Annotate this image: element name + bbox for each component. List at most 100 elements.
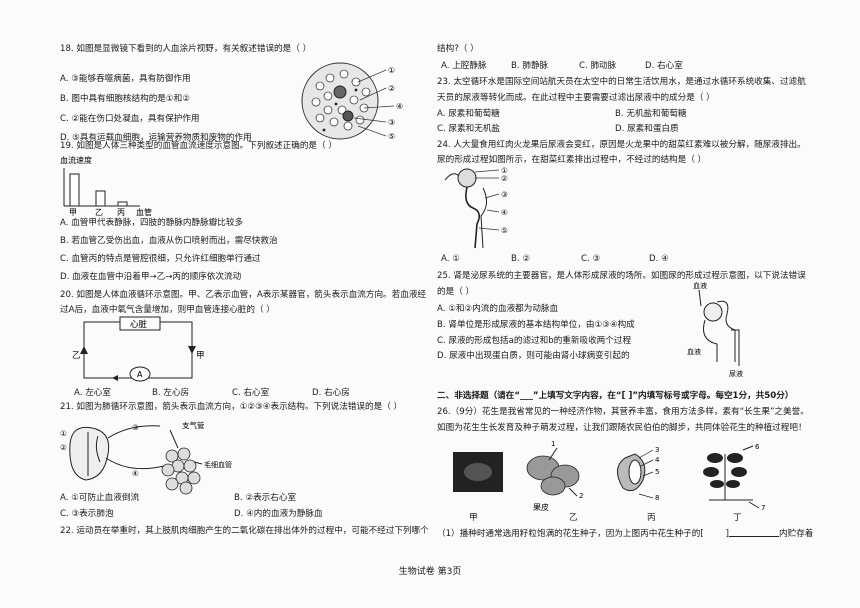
- q18-option-b: B. 图中具有细胞核结构的是①和②: [60, 94, 190, 104]
- q25-stem-2: 的是（ ）: [437, 287, 475, 297]
- pulmonary-figure: ① ② ③ ④ 支气管 毛细血管: [60, 420, 232, 495]
- q21-option-a: A. ①可防止血液倒流: [60, 493, 140, 503]
- q26-stem-2: 如图为花生生长发育及种子萌发过程，让我们跟随农民伯伯的脚步，共同体验花生的种植过…: [437, 423, 807, 433]
- q22-option-d: D. 右心室: [645, 61, 683, 71]
- peanut-num-7: 7: [761, 504, 765, 512]
- figure-label-yi: 乙: [569, 513, 578, 523]
- section2-title: 二、非选择题（请在“___”上填写文字内容，在“[ ]”内填写标号或字母。每空1…: [437, 391, 794, 401]
- q21-stem: 21. 如图为肺循环示意图，箭头表示血流方向，①②③④表示结构。下列说法错误的是…: [60, 402, 403, 412]
- q26-sub1-text: （1）播种时通常选用籽粒饱满的花生种子，因为上图丙中花生种子的[: [437, 529, 704, 539]
- q18-option-c: C. ②能在伤口处凝血，具有保护作用: [60, 114, 200, 124]
- q21-option-d: D. ④内的血液为静脉血: [234, 509, 323, 519]
- q24-option-d: D. ④: [649, 254, 669, 264]
- q24-option-b: B. ②: [511, 254, 531, 264]
- capillary-label: 毛细血管: [204, 460, 232, 469]
- q20-option-a: A. 左心室: [74, 388, 111, 398]
- q20-option-b: B. 左心房: [152, 388, 190, 398]
- q22-stem-cont: 结构?（ ）: [437, 44, 479, 54]
- blood-in-label: 血液: [693, 281, 707, 290]
- q24-option-a: A. ①: [441, 254, 460, 264]
- q22-option-b: B. 肺静脉: [511, 61, 549, 71]
- smear-label-5: ⑤: [388, 132, 395, 141]
- figure-label-jia: 甲: [469, 513, 478, 523]
- nephron-label-5: ⑤: [501, 226, 508, 235]
- chart-ylabel: 血流速度: [60, 155, 92, 165]
- q26-stem-1: 26.（9分）花生是我省常见的一种经济作物，其营养丰富，食用方法多样，素有“长生…: [437, 407, 809, 417]
- blood-smear-figure: ① ② ④ ③ ⑤: [301, 62, 403, 141]
- trachea-label: 支气管: [182, 420, 205, 430]
- figure-label-bing: 丙: [647, 513, 656, 523]
- nephron-figure: ① ② ③ ④ ⑤: [444, 166, 508, 249]
- q25-option-a: A. ①和②内流的血液都为动脉血: [437, 304, 559, 314]
- nephron-label-2: ②: [501, 174, 508, 183]
- q26-sub1-bracket: ]: [725, 529, 729, 539]
- q20-option-d: D. 右心房: [312, 388, 350, 398]
- q18-option-d: D. ⑤具有运载血细胞，运输营养物质和废物的作用: [60, 133, 252, 143]
- chart-xlabel: 血管: [136, 207, 152, 216]
- bar-jia: [69, 173, 80, 207]
- smear-label-2: ②: [388, 84, 395, 93]
- urine-formation-figure: 血液 血液 尿液: [687, 281, 743, 378]
- smear-label-3: ③: [388, 118, 395, 127]
- q23-stem-2: 天员的尿液等转化而成。在此过程中主要需要过滤出尿液中的成分是（ ）: [437, 93, 715, 103]
- peanut-num-8: 8: [655, 494, 659, 502]
- q23-option-a: A. 尿素和葡萄糖: [437, 109, 500, 119]
- figure-label-ding: 丁: [733, 513, 742, 523]
- q19-stem: 19. 如图是人体三种类型的血管血流速度示意图。下列叙述正确的是（ ）: [60, 141, 337, 151]
- q25-stem-1: 25. 肾是泌尿系统的主要器官，是人体形成尿液的场所。如图尿的形成过程示意图，以…: [437, 271, 806, 281]
- vessel-jia-label: 甲: [196, 351, 205, 361]
- q22-option-c: C. 肺动脉: [579, 61, 617, 71]
- nephron-label-3: ③: [501, 190, 508, 199]
- q26-sub1: （1）播种时通常选用籽粒饱满的花生种子，因为上图丙中花生种子的[] 内贮存着: [437, 528, 813, 541]
- peanut-num-5: 5: [655, 468, 659, 476]
- blood-flow-chart: 血流速度 甲 乙 丙 血管: [60, 155, 152, 216]
- peanut-num-3: 3: [655, 446, 659, 454]
- pul-label-2: ②: [60, 443, 67, 452]
- peanut-num-4: 4: [655, 456, 660, 464]
- q25-option-b: B. 肾单位是形成尿液的基本结构单位，由①③④构成: [437, 320, 635, 330]
- q24-stem-1: 24. 人大量食用红肉火龙果后尿液会变红，原因是火龙果中的甜菜红素难以被分解，随…: [437, 140, 806, 150]
- q19-option-d: D. 血液在血管中沿着甲→乙→丙的顺序依次流动: [60, 272, 242, 282]
- page-footer: 生物试卷 第3页: [398, 567, 462, 577]
- peanut-num-6: 6: [755, 443, 760, 451]
- heart-label: 心脏: [130, 319, 148, 330]
- q23-option-c: C. 尿素和无机盐: [437, 124, 501, 134]
- q26-sub1-tail: 内贮存着: [779, 529, 814, 539]
- peanut-num-2: 2: [579, 492, 583, 500]
- q25-option-d: D. 尿液中出现蛋白质，则可能由肾小球病变引起的: [437, 351, 630, 361]
- blood-out-label: 血液: [687, 347, 701, 356]
- urine-label: 尿液: [729, 369, 743, 378]
- tick-jia: 甲: [69, 208, 77, 216]
- q20-stem-1: 20. 如图是人体血液循环示意图。甲、乙表示血管，A表示某器官，箭头表示血流方向…: [60, 290, 427, 300]
- q18-option-a: A. ③能够吞噬病菌，具有防御作用: [60, 74, 191, 84]
- q24-stem-2: 尿的形成过程如图所示，在甜菜红素排出过程中，不经过的结构是（ ）: [437, 155, 707, 165]
- tick-yi: 乙: [95, 208, 103, 216]
- nephron-label-4: ④: [501, 208, 508, 217]
- peanut-num-1: 1: [551, 440, 555, 448]
- vessel-yi-label: 乙: [72, 351, 81, 361]
- q19-option-b: B. 若血管乙受伤出血，血液从伤口喷射而出，需尽快救治: [60, 236, 278, 246]
- bar-yi: [95, 190, 106, 207]
- bar-bing: [117, 201, 128, 207]
- tick-bing: 丙: [117, 208, 125, 216]
- q20-stem-2: 过A后，血液中氧气含量增加，则甲血管连接心脏的（ ）: [60, 305, 275, 315]
- guopi-label: 果皮: [533, 502, 549, 512]
- q23-option-d: D. 尿素和蛋白质: [615, 124, 679, 134]
- q21-option-b: B. ②表示右心室: [234, 493, 297, 503]
- q21-option-c: C. ③表示肺泡: [60, 509, 114, 519]
- q24-option-c: C. ③: [581, 254, 601, 264]
- q25-option-c: C. 尿液的形成包括a的滤过和b的重新吸收两个过程: [437, 336, 632, 346]
- smear-label-4: ④: [396, 102, 403, 111]
- smear-label-1: ①: [388, 66, 395, 75]
- q22-option-a: A. 上腔静脉: [441, 61, 487, 71]
- pul-label-1: ①: [60, 429, 67, 438]
- organ-label: A: [137, 370, 143, 379]
- q26-sub1-blank[interactable]: [729, 528, 779, 537]
- peanut-figure: 1 2 3 4 5 8 6 7 果皮: [453, 440, 765, 512]
- q19-option-a: A. 血管甲代表静脉，四肢的静脉内静脉瓣比较多: [60, 218, 244, 228]
- pul-label-3: ③: [132, 423, 139, 432]
- q20-option-c: C. 右心室: [232, 388, 270, 398]
- pul-label-4: ④: [132, 469, 139, 478]
- circulation-figure: 心脏 A 乙 甲: [72, 316, 205, 382]
